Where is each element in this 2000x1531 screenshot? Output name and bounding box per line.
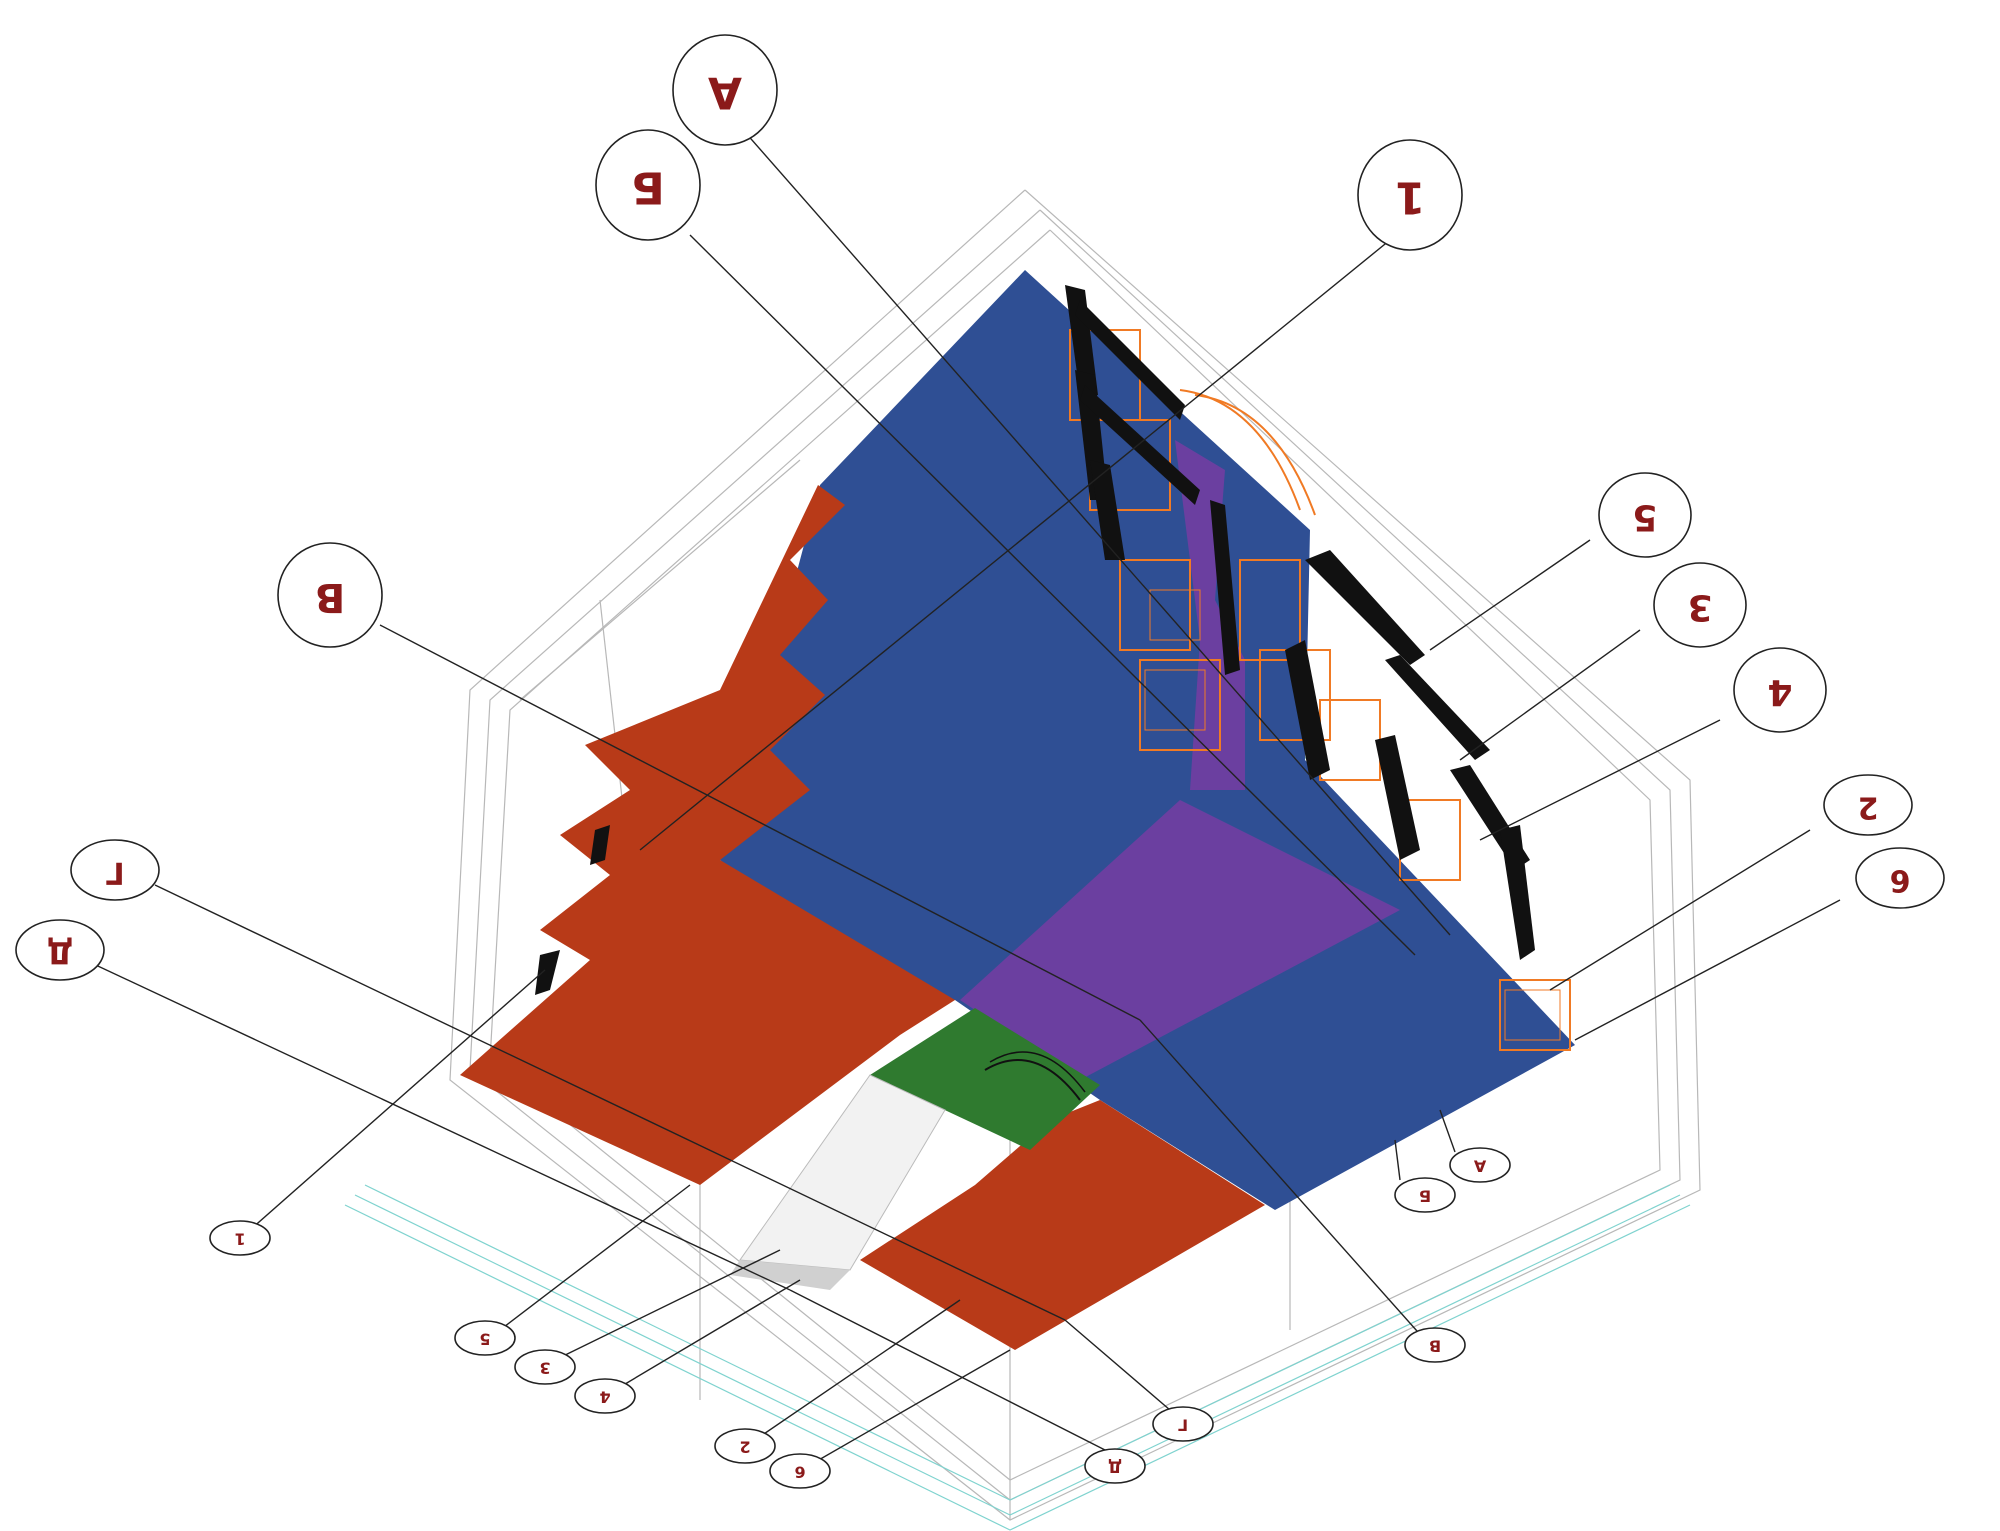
axis-label-B-top: B bbox=[315, 574, 346, 620]
axis-label-A-top: A bbox=[708, 67, 742, 118]
axis-label-3-bottom: 3 bbox=[539, 1359, 550, 1378]
axis-label-Be-bottom: Б bbox=[1419, 1187, 1431, 1206]
bottom-label-bubble: Б bbox=[1394, 1177, 1456, 1213]
top-label-bubble: B bbox=[277, 542, 383, 648]
right-red-wall bbox=[860, 1100, 1265, 1350]
top-label-bubble: 1 bbox=[1357, 139, 1463, 251]
left-red-wall bbox=[460, 485, 955, 1185]
top-label-bubble: Г bbox=[70, 839, 160, 901]
axis-label-3-top: 3 bbox=[1687, 587, 1712, 628]
axis-label-1-bottom: 1 bbox=[234, 1230, 245, 1249]
leader-lines bbox=[84, 114, 1841, 1466]
stair-curve bbox=[984, 1059, 1081, 1101]
black-windows bbox=[535, 285, 1535, 995]
bottom-label-bubble: 5 bbox=[454, 1320, 516, 1356]
bottom-label-bubble: B bbox=[1404, 1327, 1466, 1363]
top-label-bubble: A bbox=[672, 34, 778, 146]
top-label-bubble: 2 bbox=[1823, 774, 1913, 836]
bottom-label-bubble: Д bbox=[1084, 1448, 1146, 1484]
bottom-label-bubble: 1 bbox=[209, 1220, 271, 1256]
axis-label-1-top: 1 bbox=[1395, 172, 1426, 223]
axis-label-D-bottom: Д bbox=[1108, 1458, 1122, 1477]
bottom-label-bubble: 2 bbox=[714, 1428, 776, 1464]
axis-label-B-bottom: B bbox=[1429, 1337, 1441, 1356]
axis-label-5-bottom: 5 bbox=[479, 1330, 490, 1349]
bottom-label-bubble: 6 bbox=[769, 1453, 831, 1489]
bottom-label-bubble: 3 bbox=[514, 1349, 576, 1385]
top-label-bubble: 3 bbox=[1653, 562, 1747, 648]
green-stair-landing bbox=[870, 1008, 1100, 1150]
axis-label-2-top: 2 bbox=[1858, 790, 1879, 825]
top-label-bubble: 5 bbox=[1598, 472, 1692, 558]
axis-label-2-bottom: 2 bbox=[739, 1438, 750, 1457]
axis-label-4-top: 4 bbox=[1767, 672, 1792, 713]
bottom-label-bubble: Г bbox=[1152, 1406, 1214, 1442]
axis-label-6-top: 6 bbox=[1890, 863, 1911, 898]
axis-label-G-bottom: Г bbox=[1178, 1416, 1188, 1435]
axis-label-5-top: 5 bbox=[1632, 497, 1657, 538]
purple-slab bbox=[960, 800, 1400, 1080]
axis-label-D-top: Д bbox=[47, 935, 74, 970]
wireframe-outline bbox=[449, 189, 1701, 1521]
axis-label-4-bottom: 4 bbox=[599, 1388, 610, 1407]
axis-label-A-bottom: A bbox=[1473, 1157, 1486, 1176]
top-label-bubble: 6 bbox=[1855, 847, 1945, 909]
top-label-bubble: Б bbox=[595, 129, 701, 241]
top-label-bubble: Д bbox=[15, 919, 105, 981]
main-blue-slab bbox=[720, 270, 1575, 1210]
purple-upper-band bbox=[1175, 440, 1245, 790]
axis-label-6-bottom: 6 bbox=[794, 1463, 805, 1482]
bottom-label-bubble: 4 bbox=[574, 1378, 636, 1414]
bottom-label-bubble: A bbox=[1449, 1147, 1511, 1183]
axis-label-G-top: Г bbox=[105, 855, 124, 890]
axis-label-Be-top: Б bbox=[631, 162, 665, 213]
top-label-bubble: 4 bbox=[1733, 647, 1827, 733]
